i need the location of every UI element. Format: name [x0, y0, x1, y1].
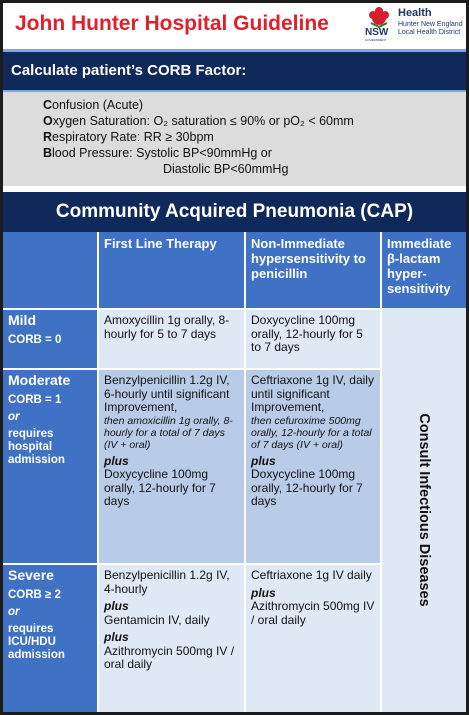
header-first-line: First Line Therapy — [99, 232, 244, 308]
therapy-text: Ceftriaxone 1g IV, daily until significa… — [251, 373, 374, 414]
therapy-text: Benzylpenicillin 1.2g IV, 4-hourly — [104, 568, 230, 596]
severity-label: Moderate — [8, 372, 71, 388]
severity-label: Severe — [8, 567, 54, 583]
corb-criteria: Confusion (Acute) Oxygen Saturation: O₂ … — [3, 92, 466, 186]
header-corner — [3, 232, 97, 308]
page-title: John Hunter Hospital Guideline — [15, 12, 329, 35]
step-down-text: then cefuroxime 500mg orally, 12-hourly … — [251, 414, 372, 451]
corb-score: CORB = 1 — [8, 393, 62, 406]
plus-label: plus — [104, 630, 129, 644]
moderate-non-immediate: Ceftriaxone 1g IV, daily until significa… — [246, 370, 380, 563]
or-label: or — [8, 410, 20, 423]
logo-nsw: NSW — [365, 27, 389, 38]
criteria-text: onfusion (Acute) — [52, 98, 144, 112]
header-non-immediate: Non-Immediate hypersensitivity to penici… — [246, 232, 380, 308]
severity-severe: Severe CORB ≥ 2 or requires ICU/HDU admi… — [3, 565, 97, 712]
corb-banner: Calculate patient’s CORB Factor: — [3, 49, 466, 92]
therapy-text: Gentamicin IV, daily — [104, 612, 210, 627]
criteria-text: Diastolic BP<60mmHg — [163, 162, 289, 176]
logo-gov: GOVERNMENT — [365, 38, 387, 42]
or-label: or — [8, 605, 20, 618]
criteria-text: espiratory Rate: RR ≥ 30bpm — [52, 130, 214, 144]
therapy-text: Azithromycin 500mg IV / oral daily — [251, 599, 375, 627]
moderate-first-line: Benzylpenicillin 1.2g IV, 6-hourly until… — [99, 370, 244, 563]
severity-label: Mild — [8, 312, 36, 328]
therapy-text: Doxycycline 100mg orally, 12-hourly for … — [251, 313, 363, 354]
severe-first-line: Benzylpenicillin 1.2g IV, 4-hourly plus … — [99, 565, 244, 712]
criteria-text: lood Pressure: Systolic BP<90mmHg or — [52, 146, 272, 160]
immediate-consult-cell: Consult Infectious Diseases — [382, 308, 466, 712]
logo-health: Health — [398, 7, 432, 19]
nsw-health-logo: NSW GOVERNMENT Health Hunter New England… — [363, 5, 463, 47]
corb-title: Calculate patient’s CORB Factor: — [11, 62, 247, 79]
criteria-key: O — [43, 114, 53, 128]
criteria-key: C — [43, 98, 53, 112]
header-immediate: Immediate β-lactam hyper-sensitivity — [382, 232, 466, 308]
mild-first-line: Amoxycillin 1g orally, 8-hourly for 5 to… — [99, 310, 244, 368]
criteria-blood-pressure: Blood Pressure: Systolic BP<90mmHg or — [43, 146, 272, 160]
therapy-text: Doxycycline 100mg orally, 12-hourly for … — [104, 467, 216, 508]
corb-score: CORB ≥ 2 — [8, 588, 61, 601]
plus-label: plus — [251, 453, 276, 468]
criteria-key: B — [43, 146, 53, 160]
plus-label: plus — [104, 599, 129, 613]
waratah-icon — [369, 7, 389, 29]
cap-title: Community Acquired Pneumonia (CAP) — [55, 201, 414, 222]
therapy-text: Benzylpenicillin 1.2g IV, 6-hourly until… — [104, 373, 230, 414]
therapy-text: Ceftriaxone 1g IV daily — [251, 568, 372, 582]
criteria-text: xygen Saturation: O₂ saturation ≤ 90% or… — [52, 114, 354, 128]
therapy-text: Azithromycin 500mg IV / oral daily — [104, 643, 235, 671]
requires-text: requires hospital admission — [8, 427, 65, 466]
criteria-respiratory: Respiratory Rate: RR ≥ 30bpm — [43, 130, 214, 144]
criteria-key: R — [43, 130, 53, 144]
severity-mild: Mild CORB = 0 — [3, 310, 97, 368]
logo-district: Hunter New England Local Health District — [398, 21, 463, 36]
mild-non-immediate: Doxycycline 100mg orally, 12-hourly for … — [246, 310, 380, 368]
requires-text: requires ICU/HDU admission — [8, 622, 65, 661]
therapy-text: Doxycycline 100mg orally, 12-hourly for … — [251, 467, 363, 508]
severity-moderate: Moderate CORB = 1 or requires hospital a… — [3, 370, 97, 563]
header: John Hunter Hospital Guideline NSW GOVER… — [3, 3, 466, 49]
cap-banner: Community Acquired Pneumonia (CAP) — [3, 192, 466, 232]
criteria-oxygen: Oxygen Saturation: O₂ saturation ≤ 90% o… — [43, 114, 354, 128]
therapy-text: Amoxycillin 1g orally, 8-hourly for 5 to… — [104, 313, 230, 341]
criteria-confusion: Confusion (Acute) — [43, 98, 143, 112]
severe-non-immediate: Ceftriaxone 1g IV daily plus Azithromyci… — [246, 565, 380, 712]
plus-label: plus — [104, 453, 129, 468]
plus-label: plus — [251, 585, 276, 600]
corb-score: CORB = 0 — [8, 333, 62, 346]
consult-id-text: Consult Infectious Diseases — [416, 413, 432, 607]
step-down-text: then amoxicillin 1g orally, 8-hourly for… — [104, 414, 233, 451]
criteria-diastolic: Diastolic BP<60mmHg — [163, 162, 288, 176]
guideline-frame: John Hunter Hospital Guideline NSW GOVER… — [3, 3, 466, 712]
